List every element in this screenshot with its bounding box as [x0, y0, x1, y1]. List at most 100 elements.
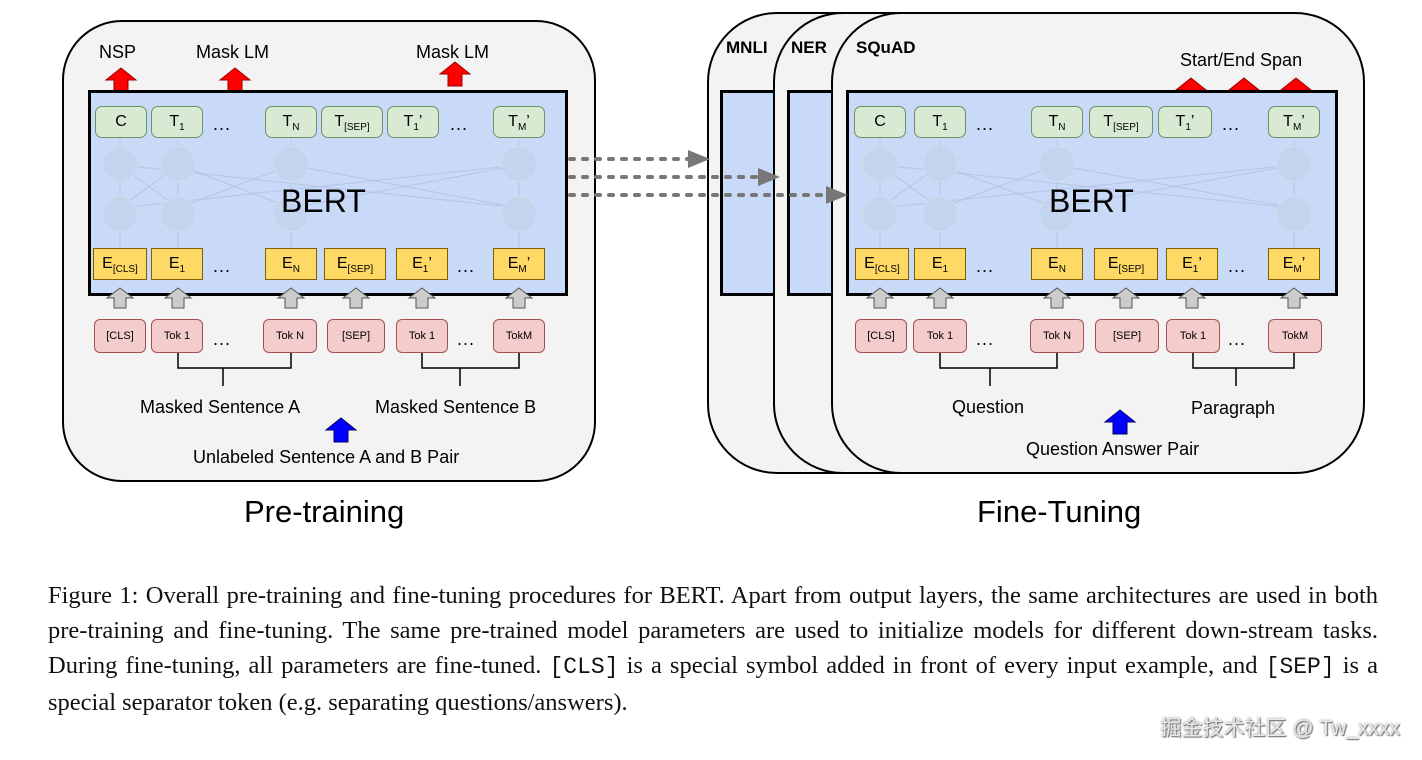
task-tab-mnli: MNLI	[726, 38, 768, 57]
ellipsis: ...	[213, 256, 232, 276]
figure-caption: Figure 1: Overall pre-training and fine-…	[48, 582, 1379, 716]
ellipsis: ...	[457, 329, 476, 349]
network-node	[1039, 196, 1075, 232]
input-token-box: Tok 1	[151, 319, 203, 353]
sentence-a-label: Masked Sentence A	[140, 397, 301, 417]
up-arrow-icon	[1103, 409, 1137, 435]
network-node	[501, 196, 537, 232]
input-token-box: TokM	[1268, 319, 1322, 353]
network-node	[922, 146, 958, 182]
input-token-box: TokM	[493, 319, 545, 353]
network-node	[922, 196, 958, 232]
ellipsis: ...	[457, 256, 476, 276]
input-token-box: [SEP]	[1095, 319, 1159, 353]
up-arrow-icon	[1111, 287, 1141, 309]
output-token-box: C	[854, 106, 906, 138]
embedding-box: E[SEP]	[1094, 248, 1158, 280]
ellipsis: ...	[976, 114, 995, 134]
ellipsis: ...	[213, 329, 232, 349]
sentence-b-label: Masked Sentence B	[375, 397, 537, 417]
task-tab-ner: NER	[791, 38, 827, 57]
up-arrow-icon	[407, 287, 437, 309]
input-token-box: [CLS]	[855, 319, 907, 353]
ellipsis: ...	[1222, 114, 1241, 134]
mask-lm-label-1: Mask LM	[196, 42, 270, 62]
pretraining-title: Pre-training	[244, 494, 405, 529]
ellipsis: ...	[976, 329, 995, 349]
mask-lm-label-2: Mask LM	[416, 42, 490, 62]
output-token-box: T[SEP]	[321, 106, 383, 138]
ellipsis: ...	[1228, 329, 1247, 349]
network-node	[102, 146, 138, 182]
up-arrow-icon	[925, 287, 955, 309]
network-node	[102, 196, 138, 232]
pretrain-bert-label: BERT	[281, 183, 366, 219]
up-arrow-icon	[504, 287, 534, 309]
network-node	[862, 146, 898, 182]
network-node	[501, 146, 537, 182]
embedding-box: E[CLS]	[93, 248, 147, 280]
pair-label: Unlabeled Sentence A and B Pair	[193, 447, 460, 467]
paragraph-label: Paragraph	[1191, 398, 1276, 418]
ellipsis: ...	[213, 114, 232, 134]
up-arrow-icon	[341, 287, 371, 309]
network-node	[273, 196, 309, 232]
ellipsis: ...	[450, 114, 469, 134]
up-arrow-icon	[865, 287, 895, 309]
network-node	[1276, 146, 1312, 182]
nsp-label: NSP	[99, 42, 137, 62]
output-token-box: T[SEP]	[1089, 106, 1153, 138]
up-arrow-icon	[324, 417, 358, 443]
qa-pair-label: Question Answer Pair	[1026, 439, 1200, 459]
finetuning-title: Fine-Tuning	[977, 494, 1142, 529]
output-token-box: C	[95, 106, 147, 138]
finetune-bert-label: BERT	[1049, 183, 1134, 219]
input-token-box: Tok 1	[1166, 319, 1220, 353]
network-node	[160, 196, 196, 232]
input-token-box: Tok 1	[913, 319, 967, 353]
up-arrow-icon	[438, 61, 472, 87]
start-end-span-label: Start/End Span	[1180, 50, 1303, 70]
network-node	[160, 146, 196, 182]
up-arrow-icon	[1279, 287, 1309, 309]
network-node	[1039, 146, 1075, 182]
ellipsis: ...	[976, 256, 995, 276]
question-label: Question	[952, 397, 1025, 417]
embedding-box: E[SEP]	[324, 248, 386, 280]
input-token-box: [CLS]	[94, 319, 146, 353]
network-node	[862, 196, 898, 232]
ellipsis: ...	[1228, 256, 1247, 276]
up-arrow-icon	[1042, 287, 1072, 309]
network-node	[273, 146, 309, 182]
up-arrow-icon	[163, 287, 193, 309]
input-token-box: Tok N	[1030, 319, 1084, 353]
up-arrow-icon	[1177, 287, 1207, 309]
input-token-box: Tok 1	[396, 319, 448, 353]
network-node	[1276, 196, 1312, 232]
task-tab-squad: SQuAD	[856, 38, 916, 57]
up-arrow-icon	[276, 287, 306, 309]
embedding-box: E[CLS]	[855, 248, 909, 280]
input-token-box: Tok N	[263, 319, 317, 353]
watermark: 掘金技术社区 @ Tw_xxxx	[1160, 717, 1401, 740]
input-token-box: [SEP]	[327, 319, 385, 353]
